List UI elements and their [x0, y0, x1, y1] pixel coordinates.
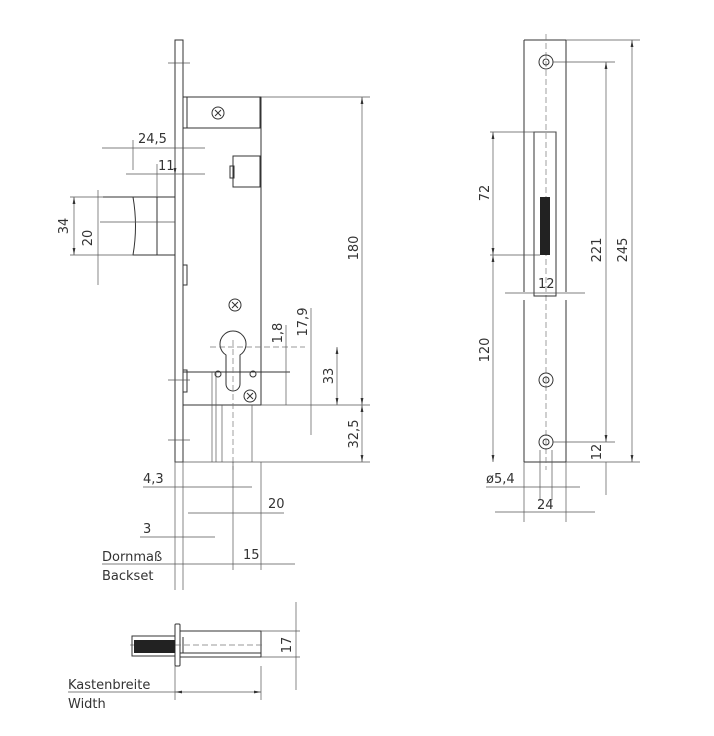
dim-17: 17 — [280, 637, 295, 654]
dim-3: 3 — [143, 522, 151, 537]
dim-34: 34 — [57, 218, 72, 235]
dim-245: 245 — [616, 238, 631, 263]
backset-label-de: Dornmaß — [102, 550, 162, 565]
screw-icon — [243, 389, 257, 403]
lock-case — [182, 96, 262, 406]
bottom-case — [179, 630, 262, 658]
cylinder-keyhole — [219, 330, 247, 392]
dim-12-vertical: 12 — [590, 444, 605, 461]
dim-1-8: 1,8 — [271, 323, 286, 344]
dim-11: 11 — [158, 159, 175, 174]
dim-20: 20 — [81, 230, 96, 247]
screw-icon — [211, 106, 225, 120]
bottom-view: 17 Kastenbreite Width — [68, 602, 300, 712]
dim-120: 120 — [478, 338, 493, 363]
faceplate — [174, 39, 184, 463]
dim-221: 221 — [590, 238, 605, 263]
dim-20-lower: 20 — [268, 497, 285, 512]
bolt-guide — [232, 155, 261, 188]
dim-17-9: 17,9 — [296, 308, 311, 337]
dim-32-5: 32,5 — [347, 420, 362, 449]
dim-4-3: 4,3 — [143, 472, 164, 487]
dim-24: 24 — [537, 498, 554, 513]
dim-72: 72 — [478, 185, 493, 202]
dim-180: 180 — [347, 236, 362, 261]
latch-bolt — [103, 196, 175, 256]
dim-24-5: 24,5 — [138, 132, 167, 147]
dim-12-slot: 12 — [538, 277, 555, 292]
spindle — [134, 640, 175, 653]
dim-hole-diameter: ø5,4 — [486, 472, 515, 487]
dim-33: 33 — [322, 368, 337, 385]
strike-plate-view: 72 120 221 245 12 12 ø5,4 24 — [478, 34, 640, 522]
lock-body-view: 180 32,5 24,5 11 34 20 1,8 17,9 33 4,3 2… — [57, 39, 370, 590]
latch-housing — [182, 96, 261, 129]
backset-label-en: Backset — [102, 569, 153, 584]
screw-icon — [228, 298, 242, 312]
screw-hole-icon — [538, 372, 554, 388]
width-label-en: Width — [68, 697, 106, 712]
dim-15: 15 — [243, 548, 260, 563]
width-label-de: Kastenbreite — [68, 678, 150, 693]
